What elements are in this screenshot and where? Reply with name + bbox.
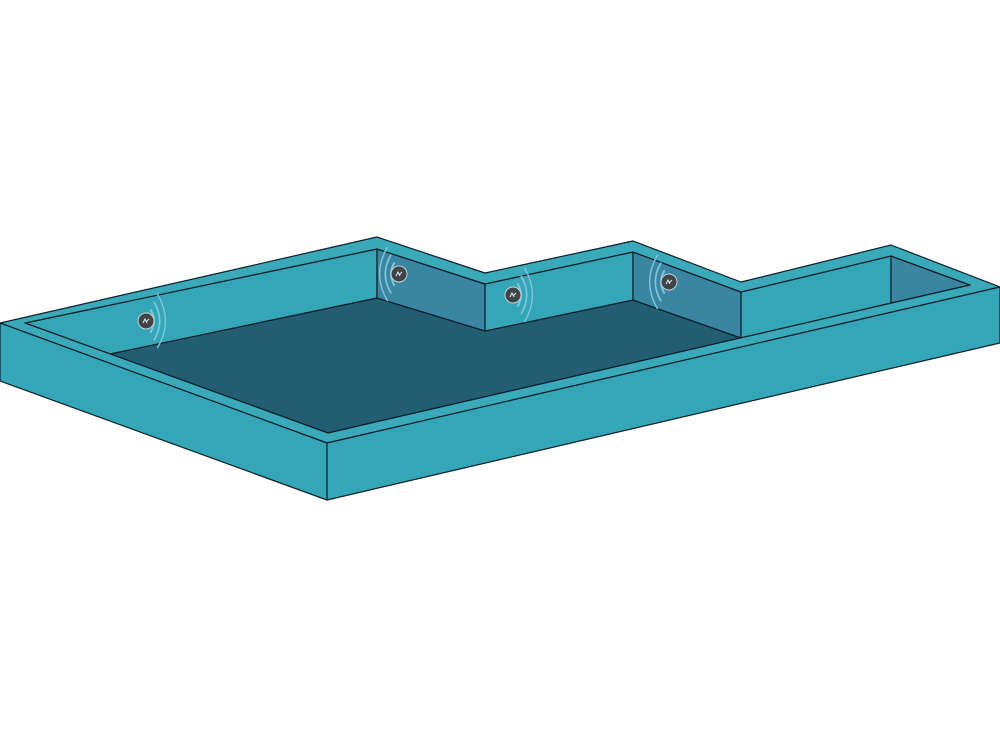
sensor-glyph [395, 270, 403, 277]
sensor-1 [137, 293, 167, 349]
signal-wave [378, 246, 389, 302]
sensor-glyph [665, 278, 673, 285]
sensor-glyph [509, 291, 517, 298]
signal-wave [520, 275, 528, 315]
sensor-2 [378, 246, 408, 302]
signal-wave [384, 254, 392, 294]
sensor-3 [504, 267, 534, 323]
signal-wave [156, 293, 167, 349]
sensor-4 [648, 254, 678, 310]
signal-wave [648, 254, 659, 310]
sensors-layer [137, 246, 678, 349]
sensor-glyph [142, 317, 150, 324]
signal-wave [153, 301, 161, 341]
signal-wave [654, 262, 662, 302]
signal-wave [523, 267, 534, 323]
front-wall-right [326, 286, 1000, 501]
